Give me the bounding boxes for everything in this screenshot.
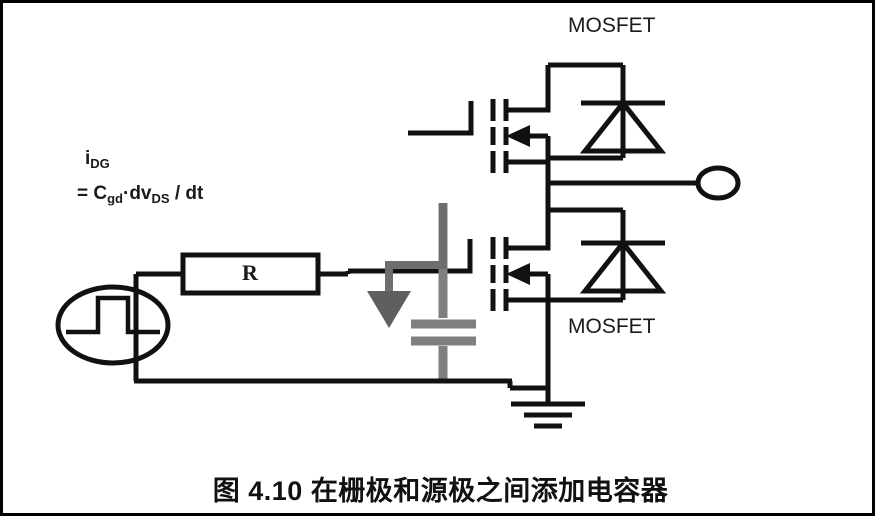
mosfet-low-side: [348, 207, 667, 388]
formula-ds-subscript: DS: [151, 191, 170, 206]
pulse-source: [55, 274, 171, 381]
resistor-label: R: [242, 260, 259, 285]
source-lead-bottom: [506, 297, 551, 388]
idg-path: [385, 203, 447, 295]
formula-i-symbol: i: [85, 148, 91, 169]
circuit-schematic: R MOSFET MOSFET: [55, 14, 741, 429]
figure-caption: 图 4.10 在栅极和源极之间添加电容器: [212, 476, 669, 506]
channel-arrow-top-icon: [506, 125, 530, 147]
mosfet-high-side: [408, 62, 667, 181]
drain-lead-bottom: [506, 210, 551, 251]
current-arrow-idg: [367, 203, 447, 328]
output-terminal[interactable]: [695, 165, 741, 201]
mosfet-bottom-label: MOSFET: [568, 315, 656, 338]
channel-arrow-bottom-icon: [506, 263, 530, 285]
formula-line-1: iDG: [77, 148, 203, 171]
source-body: [55, 284, 171, 366]
output-node-group: [545, 158, 741, 210]
resistor: R: [136, 252, 351, 296]
formula-dt: / dt: [169, 183, 204, 204]
mosfet-top-label: MOSFET: [568, 14, 656, 37]
diode-triangle-bottom-icon: [579, 238, 667, 294]
formula-dv: ·dv: [123, 183, 152, 204]
formula-gd-subscript: gd: [107, 191, 123, 206]
idg-arrowhead-icon: [367, 291, 411, 328]
formula-eq-c: = C: [77, 183, 108, 204]
diode-triangle-top-icon: [579, 98, 667, 154]
formula-line-2: = Cgd·dvDS / dt: [77, 168, 204, 206]
current-formula: iDG = Cgd·dvDS / dt: [77, 148, 204, 206]
gate-lead-top: [408, 101, 474, 136]
pulse-waveform-icon: [66, 295, 160, 335]
formula-i-subscript: DG: [90, 156, 110, 171]
source-lead-top: [506, 159, 551, 181]
ground-symbol: [510, 385, 585, 429]
drain-lead-top: [506, 65, 551, 113]
